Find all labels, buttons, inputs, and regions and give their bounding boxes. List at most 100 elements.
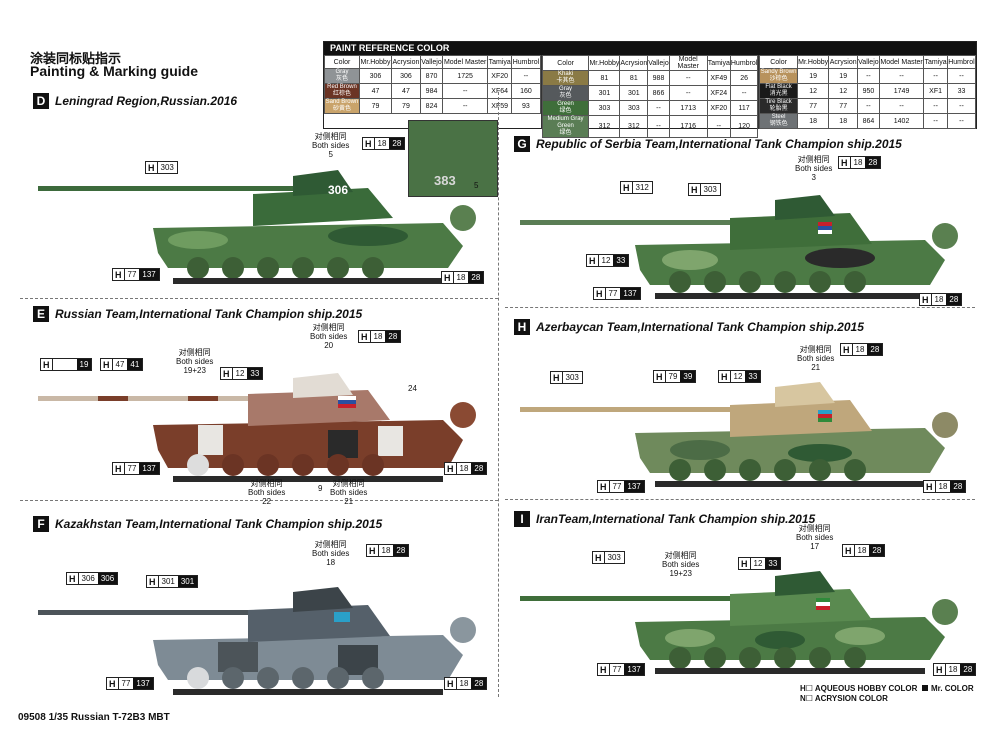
paint-header: Model Master (668, 55, 708, 71)
divider-e-f (20, 500, 498, 501)
paint-header: Acrysion (619, 55, 649, 71)
paint-cell-vallejo: 824 (419, 98, 444, 114)
section-e-header: E Russian Team,International Tank Champi… (33, 306, 362, 322)
paint-cell-vallejo: 866 (647, 85, 670, 101)
guide-title-cn: 涂装同标贴指示 (30, 51, 122, 66)
divider-h-i (505, 499, 975, 500)
paint-cell-vallejo: -- (856, 98, 880, 114)
tank-f-drawing (38, 587, 476, 695)
paint-table-title: PAINT REFERENCE COLOR (324, 42, 976, 55)
detail-ref-d: 5 (474, 181, 479, 190)
paint-cell-vallejo: 950 (856, 83, 880, 99)
paint-cell-hobby: 77 (796, 98, 830, 114)
tank-g (520, 170, 970, 305)
paint-header: Mr.Hobby (796, 55, 830, 69)
paint-header: Tamiya (923, 55, 948, 69)
paint-cell-humbrol: -- (946, 113, 977, 129)
paint-cell-vallejo: 864 (856, 113, 880, 129)
paint-cell-mm: -- (668, 70, 708, 86)
paint-header: Humbrol (511, 55, 541, 69)
detail-inset-d: 383 (408, 120, 498, 197)
section-h-title: Azerbaycan Team,International Tank Champ… (536, 320, 864, 334)
paint-cell-tamiya: -- (923, 113, 948, 129)
paint-cell-vallejo: 870 (419, 68, 444, 84)
paint-cell-tamiya: XF24 (706, 85, 731, 101)
callout-e-3: 24 (408, 384, 417, 393)
callout-d: 对侧相同 Both sides 5 (312, 132, 349, 159)
paint-cell-humbrol: -- (729, 85, 759, 101)
paint-header: Acrysion (391, 55, 421, 69)
section-h-header: H Azerbaycan Team,International Tank Cha… (514, 319, 864, 335)
callout-d-cn: 对侧相同 (314, 132, 347, 141)
section-i-letter: I (514, 511, 530, 527)
paint-header: Model Master (878, 55, 925, 69)
paint-header: Vallejo (419, 55, 444, 69)
paint-cell-acrysion: 79 (391, 98, 421, 114)
legend-mr-icon (922, 685, 928, 691)
legend-hobby: H☐ AQUEOUS HOBBY COLOR (800, 684, 918, 693)
paint-cell-mm: -- (878, 68, 925, 84)
paint-cell-humbrol: -- (946, 98, 977, 114)
paint-cell-mm: -- (442, 83, 489, 99)
paint-cell-acrysion: 306 (391, 68, 421, 84)
guide-title-en: Painting & Marking guide (30, 63, 199, 79)
section-g-title: Republic of Serbia Team,International Ta… (536, 137, 902, 151)
paint-cell-tamiya: XF49 (706, 70, 731, 86)
tank-f (38, 550, 488, 700)
section-h-letter: H (514, 319, 530, 335)
footer-caption: 09508 1/35 Russian T-72B3 MBT (18, 712, 170, 723)
section-g-header: G Republic of Serbia Team,International … (514, 136, 902, 152)
paint-header: Color (324, 55, 360, 69)
paint-header: Vallejo (856, 55, 880, 69)
callout-e-5: 9 (318, 484, 323, 493)
paint-header: Tamiya (706, 55, 731, 71)
paint-cell-mm: -- (442, 98, 489, 114)
paint-header: Vallejo (647, 55, 670, 71)
section-d-header: D Leningrad Region,Russian.2016 (33, 93, 237, 109)
paint-cell-hobby: 12 (796, 83, 830, 99)
section-f-letter: F (33, 516, 49, 532)
paint-cell-tamiya: XF59 (487, 98, 513, 114)
paint-cell-hobby: 81 (588, 70, 621, 86)
paint-cell-acrysion: 19 (828, 68, 858, 84)
paint-cell-vallejo: 988 (647, 70, 670, 86)
center-divider (498, 92, 499, 697)
paint-cell-vallejo: -- (856, 68, 880, 84)
paint-cell-humbrol: 93 (511, 98, 541, 114)
